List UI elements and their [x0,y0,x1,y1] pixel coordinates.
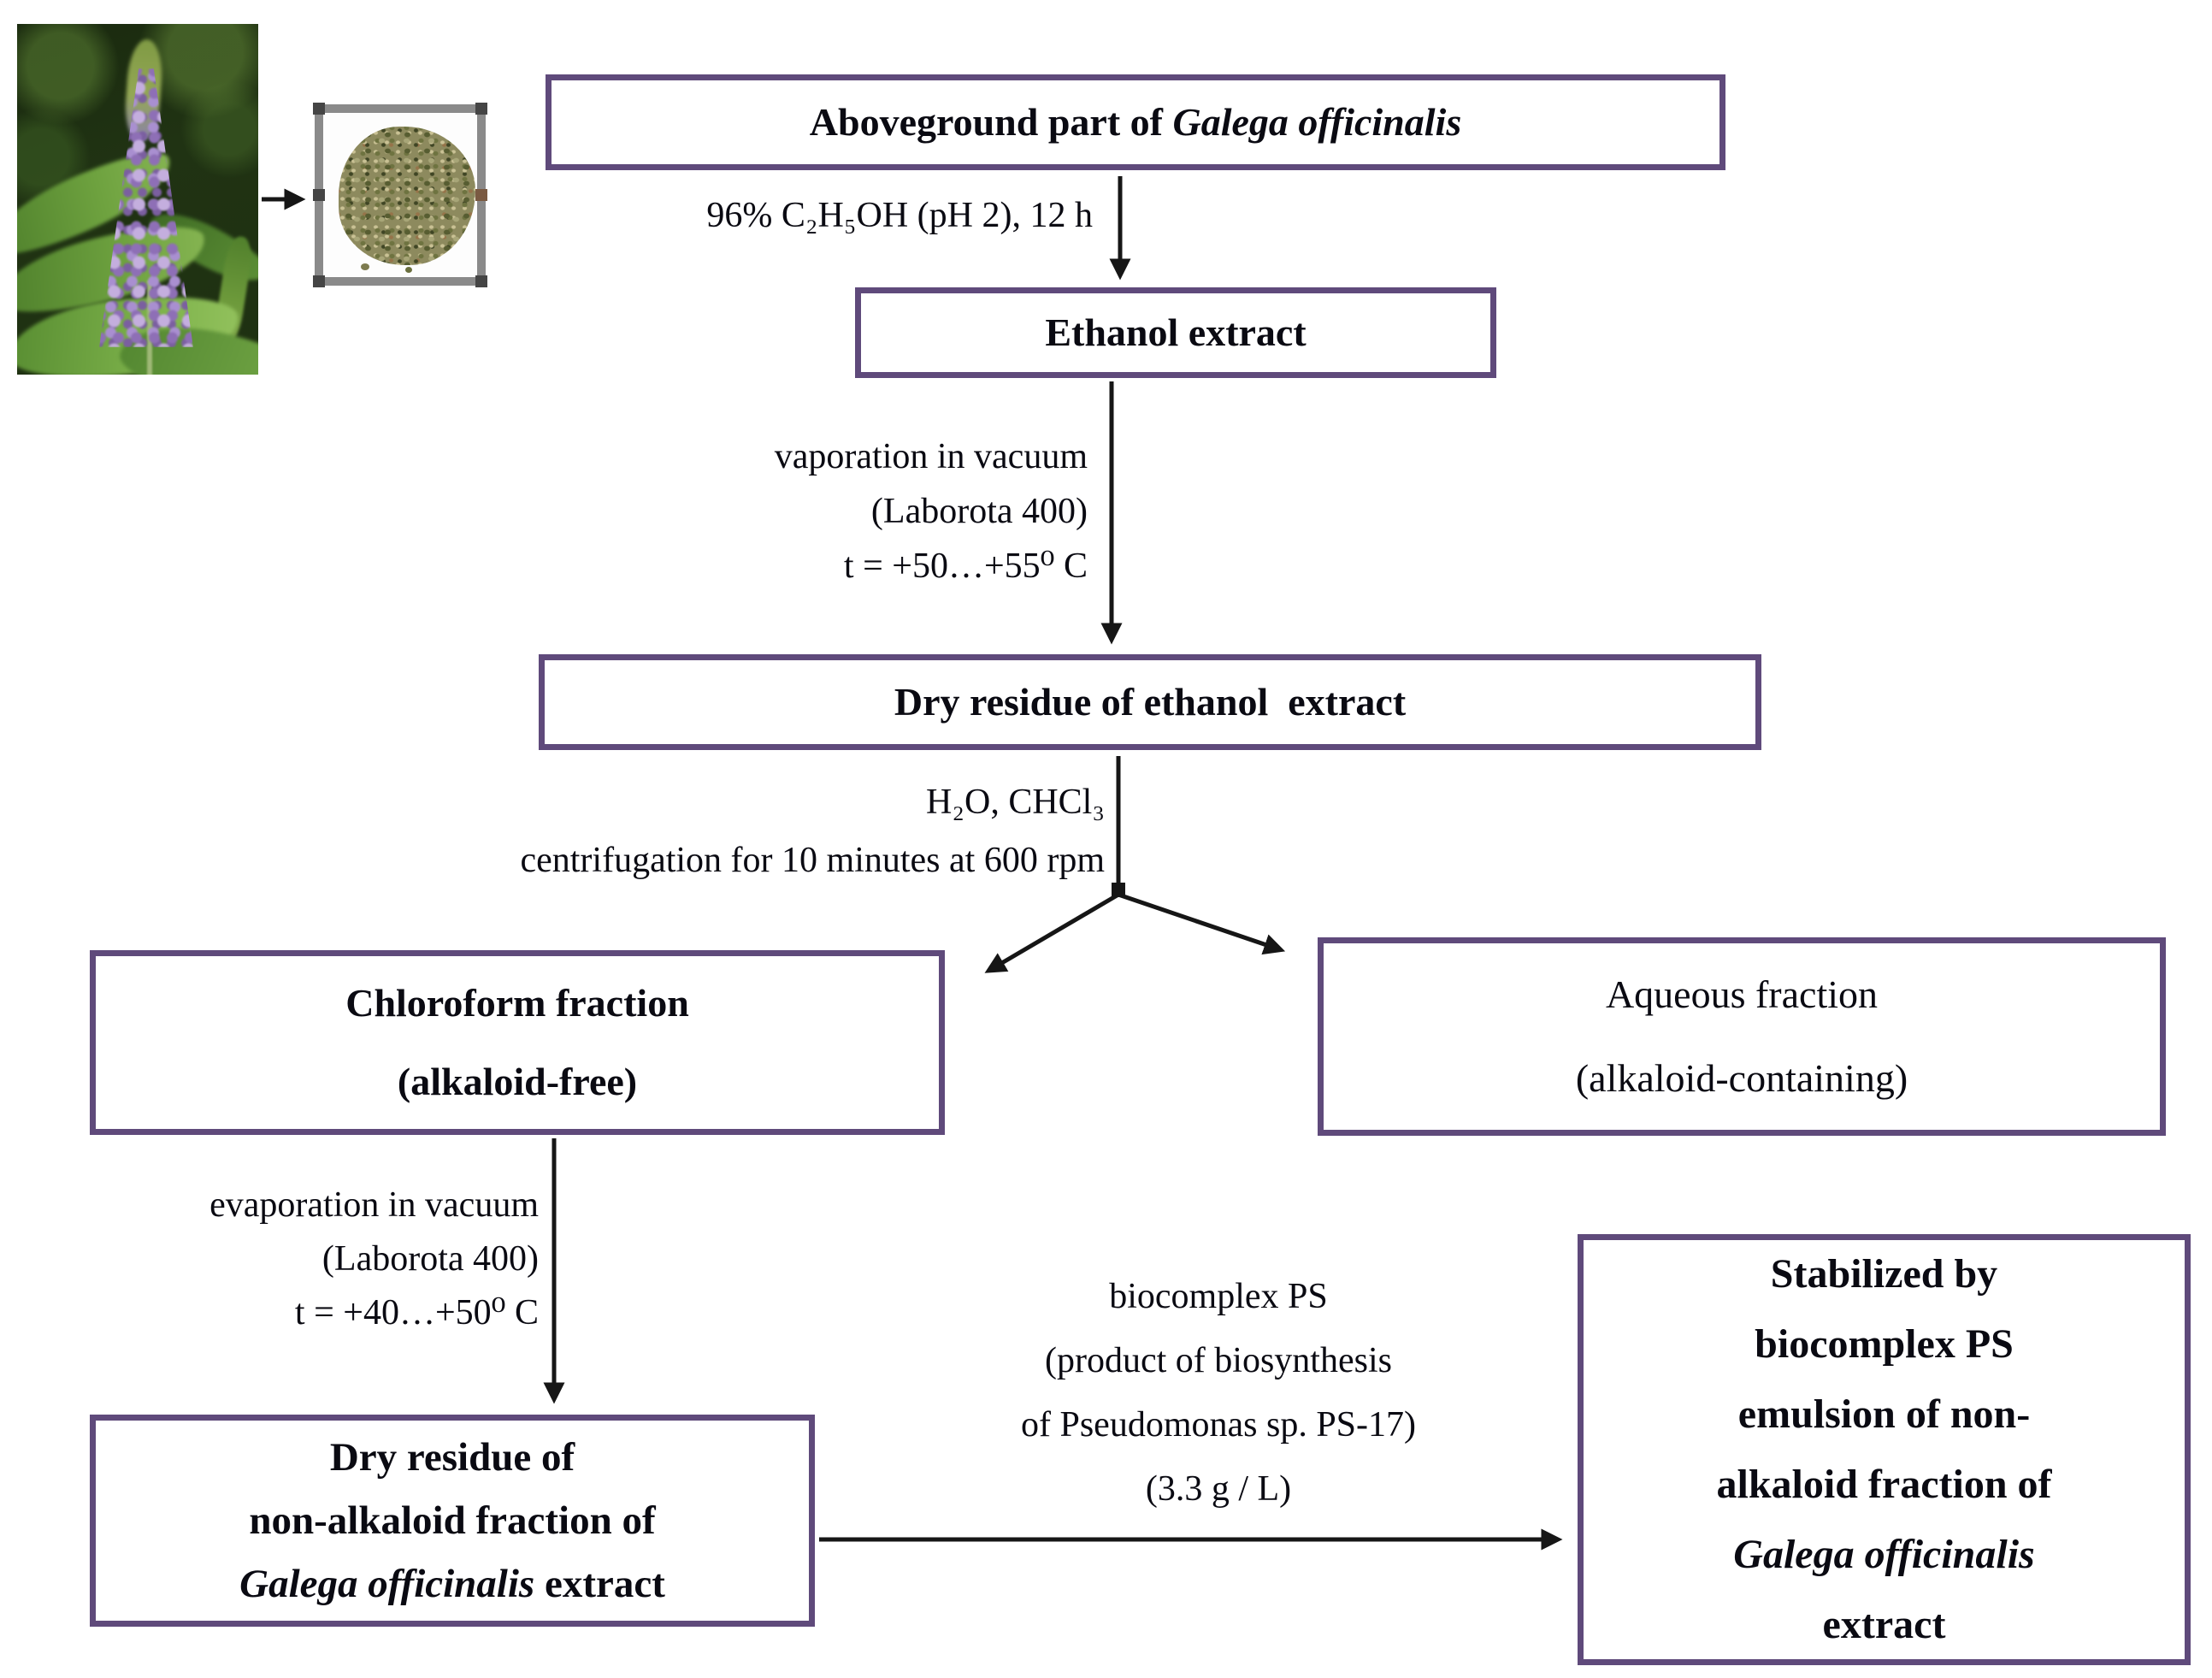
stabilized-line1: Stabilized by [1770,1251,1998,1297]
frame-handle [313,103,325,115]
dried-herb-pile [339,127,475,265]
chloroform-line2: (alkaloid-free) [397,1060,638,1103]
box-chloroform-fraction: Chloroform fraction (alkaloid-free) [90,950,945,1135]
frame-handle [313,189,325,201]
label-evaporation-2: evaporation in vacuum (Laborota 400) t =… [0,1179,539,1340]
box-ethanol-extract: Ethanol extract [855,287,1496,378]
stabilized-line6: extract [1822,1602,1946,1647]
box-dry-residue-ethanol: Dry residue of ethanol extract [539,654,1761,750]
separation-line1: H₂O, CHCl₃ [926,783,1105,822]
stabilized-line2: biocomplex PS [1755,1321,2014,1367]
arrow-split-right [1118,892,1286,955]
arrow-junction-nub [1112,883,1125,897]
evaporation1-line1: vaporation in vacuum [774,437,1088,476]
evaporation2-line2: (Laborota 400) [321,1239,539,1279]
nonalkaloid-line3-suffix: extract [534,1562,665,1606]
species-name-italic: Galega officinalis [1172,99,1462,144]
box-aboveground-text: Aboveground part of [809,99,1173,144]
evaporation1-line3: t = +50…+55⁰ C [843,547,1088,586]
box-aboveground-part: Aboveground part of Galega officinalis [546,74,1725,170]
nonalkaloid-line2: non-alkaloid fraction of [249,1498,656,1543]
biocomplex-line2: (product of biosynthesis [1045,1341,1392,1380]
species-name-italic: Galega officinalis [1733,1532,2035,1577]
evaporation2-line1: evaporation in vacuum [209,1185,539,1225]
nonalkaloid-line1: Dry residue of [329,1435,575,1480]
aqueous-line1: Aqueous fraction [1605,972,1879,1016]
box-aqueous-fraction: Aqueous fraction (alkaloid-containing) [1318,937,2166,1136]
chloroform-line1: Chloroform fraction [345,981,689,1025]
galega-plant-photo [17,24,258,375]
evaporation2-line3: t = +40…+50⁰ C [294,1293,539,1332]
frame-handle [475,189,487,201]
evaporation1-line2: (Laborota 400) [870,492,1088,531]
dried-herb-image-frame [313,103,487,287]
stabilized-line3: emulsion of non- [1737,1391,2031,1437]
box-ethanol-text: Ethanol extract [1045,310,1307,354]
arrow-split-left [984,892,1120,973]
biocomplex-line3: of Pseudomonas sp. PS-17) [1020,1405,1417,1445]
biocomplex-line1: biocomplex PS [1109,1277,1328,1316]
box-dry-residue-nonalkaloid: Dry residue of non-alkaloid fraction of … [90,1415,815,1627]
stabilized-line4: alkaloid fraction of [1716,1462,2052,1507]
label-ethanol-step: 96% C₂H₅OH (pH 2), 12 h [706,196,1093,235]
frame-handle [313,275,325,287]
separation-line2: centrifugation for 10 minutes at 600 rpm [520,841,1105,880]
herb-crumb [361,263,369,270]
biocomplex-line4: (3.3 g / L) [1145,1469,1292,1509]
label-biocomplex: biocomplex PS (product of biosynthesis o… [889,1265,1548,1521]
box-stabilized-emulsion: Stabilized by biocomplex PS emulsion of … [1578,1234,2191,1665]
frame-handle [475,275,487,287]
box-dry-residue-ethanol-text: Dry residue of ethanol extract [894,679,1407,724]
species-name-italic: Galega officinalis [239,1562,535,1606]
aqueous-line2: (alkaloid-containing) [1575,1056,1908,1100]
herb-crumb [405,267,412,273]
frame-handle [475,103,487,115]
label-separation-step: H₂O, CHCl₃ centrifugation for 10 minutes… [171,773,1105,889]
label-evaporation-1: vaporation in vacuum (Laborota 400) t = … [496,429,1088,594]
nonalkaloid-line3: Galega officinalis extract [239,1552,665,1616]
